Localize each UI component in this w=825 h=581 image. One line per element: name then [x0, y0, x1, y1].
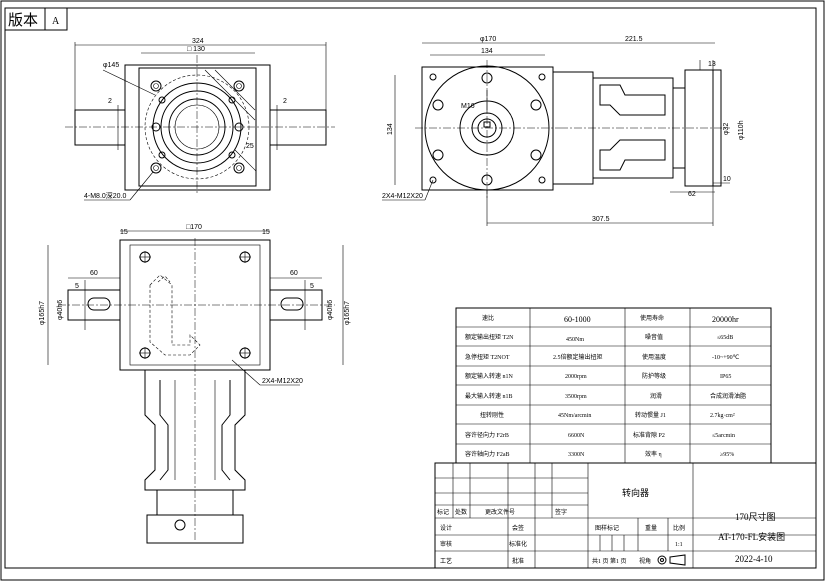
tb-size: 170尺寸图 — [735, 511, 776, 522]
dim-gap-left: 2 — [108, 98, 112, 105]
spec-key-lube: 润滑 — [650, 392, 662, 400]
dim-phi145: φ145 — [103, 62, 119, 69]
dim-right-phi165: φ165h7 — [344, 301, 351, 325]
dim-sq170: □170 — [186, 224, 202, 231]
tb-sign: 签字 — [555, 508, 567, 516]
spec-val-lube: 合成润滑油脂 — [710, 392, 746, 400]
tb-scale-value: 1:1 — [675, 542, 683, 548]
dim-m16: M16 — [461, 103, 475, 110]
side-view: φ170 221.5 134 134 M16 — [382, 36, 745, 226]
version-box: 版本 A — [4, 7, 68, 31]
dim-60-right: 60 — [290, 270, 298, 277]
dim-holes-m8: 4-M8.0深20.0 — [84, 191, 127, 200]
spec-val-backlash: ≤5arcmin — [712, 433, 735, 439]
dim-13: 13 — [708, 61, 716, 68]
tb-drawing-name: AT-170-FL安装图 — [718, 531, 785, 542]
spec-val-max-speed: 3500rpm — [565, 394, 587, 400]
dim-left-phi165: φ165h7 — [39, 301, 46, 325]
dim-front-2x4-m12: 2X4-M12X20 — [262, 378, 303, 385]
tb-date: 2022-4-10 — [735, 554, 773, 564]
dim-phi170: φ170 — [480, 36, 496, 43]
tb-product: 转向器 — [622, 487, 649, 498]
dim-5-left: 5 — [75, 283, 79, 290]
tb-review: 审核 — [440, 540, 452, 548]
spec-key-max-speed: 最大输入转速 n1B — [465, 392, 513, 400]
spec-key-radial: 容许径向力 F2rB — [465, 431, 509, 439]
dim-gap-right: 2 — [283, 98, 287, 105]
tb-design: 设计 — [440, 524, 452, 532]
title-block: 转向器 170尺寸图 AT-170-FL安装图 2022-4-10 标记 处数 … — [434, 462, 817, 569]
dim-134-vertical: 134 — [387, 123, 394, 135]
tb-pages: 共1 页 第1 页 — [592, 557, 627, 565]
spec-val-axial: 3300N — [568, 452, 585, 458]
tb-count: 处数 — [455, 508, 467, 516]
dim-10: 10 — [723, 176, 731, 183]
projection-symbol-icon — [657, 554, 686, 566]
tb-countersign: 会签 — [512, 524, 524, 532]
spec-key-efficiency: 效率 η — [645, 450, 662, 458]
dim-15-right: 15 — [262, 229, 270, 236]
inner-border — [4, 7, 817, 569]
tb-change-doc: 更改文件号 — [485, 508, 515, 516]
spec-key-torque: 额定输出扭矩 T2N — [465, 333, 514, 341]
spec-key-rated-speed: 额定输入转速 n1N — [465, 372, 514, 380]
dim-right-phi40: φ40h6 — [327, 300, 334, 320]
spec-val-radial: 6600N — [568, 433, 585, 439]
dim-25: 25 — [246, 143, 254, 150]
spec-val-emergency: 2.5倍额定输出扭矩 — [553, 353, 603, 361]
spec-key-inertia: 转动惯量 J1 — [635, 411, 666, 419]
spec-val-life: 20000hr — [712, 315, 739, 324]
spec-key-temp: 使用温度 — [642, 353, 666, 361]
tb-view-label: 视角 — [639, 557, 651, 565]
spec-key-emergency: 急停扭矩 T2NOT — [465, 353, 510, 361]
spec-key-backlash: 标准背隙 P2 — [633, 431, 665, 439]
dim-134: 134 — [481, 48, 493, 55]
spec-val-protection: IP65 — [720, 374, 731, 380]
dim-phi110: φ110h — [738, 120, 745, 140]
tb-standard: 标准化 — [509, 540, 527, 548]
version-value: A — [52, 16, 60, 27]
dim-5-right: 5 — [310, 283, 314, 290]
spec-key-ratio: 速比 — [482, 314, 494, 322]
spec-val-torque: 450Nm — [566, 337, 584, 343]
dim-15-left: 15 — [120, 229, 128, 236]
tb-scale: 比例 — [673, 524, 685, 532]
spec-key-protection: 防护等级 — [642, 372, 666, 380]
spec-val-rated-speed: 2000rpm — [565, 374, 587, 380]
spec-val-efficiency: ≥95% — [720, 452, 734, 458]
version-label: 版本 — [8, 11, 38, 29]
spec-val-ratio: 60-1000 — [564, 315, 591, 324]
dim-62: 62 — [688, 191, 696, 198]
spec-key-life: 使用寿命 — [640, 314, 664, 322]
spec-val-inertia: 2.7kg·cm² — [710, 413, 735, 419]
dim-307-5: 307.5 — [592, 216, 610, 223]
spec-val-noise: ≤65dB — [717, 335, 733, 341]
dim-2x4-m12: 2X4-M12X20 — [382, 193, 423, 200]
spec-val-stiffness: 45Nm/arcmin — [558, 413, 591, 419]
spec-key-noise: 噪音值 — [645, 333, 663, 341]
spec-key-axial: 容许轴向力 F2aB — [465, 450, 510, 458]
dim-phi32: φ32 — [723, 123, 730, 135]
spec-val-temp: -10~+90℃ — [712, 355, 740, 361]
tb-marker: 标记 — [437, 508, 449, 516]
spec-table: 速比 60-1000 使用寿命 20000hr 额定输出扭矩 T2N 450Nm… — [455, 307, 772, 464]
top-view: 324 □ 130 φ145 2 2 — [65, 38, 335, 201]
tb-approve: 批准 — [512, 557, 524, 565]
spec-key-stiffness: 扭转刚性 — [480, 411, 504, 419]
dim-square-130: □ 130 — [187, 46, 205, 53]
tb-weight: 重量 — [645, 524, 657, 532]
tb-process: 工艺 — [440, 557, 452, 565]
front-view: □170 15 15 60 5 φ40h6 φ165h7 — [39, 224, 351, 544]
dim-324: 324 — [192, 38, 204, 45]
dim-221-5: 221.5 — [625, 36, 643, 43]
dim-60-left: 60 — [90, 270, 98, 277]
dim-left-phi40: φ40h6 — [57, 300, 64, 320]
tb-pattern-mark: 图样标记 — [595, 524, 619, 532]
